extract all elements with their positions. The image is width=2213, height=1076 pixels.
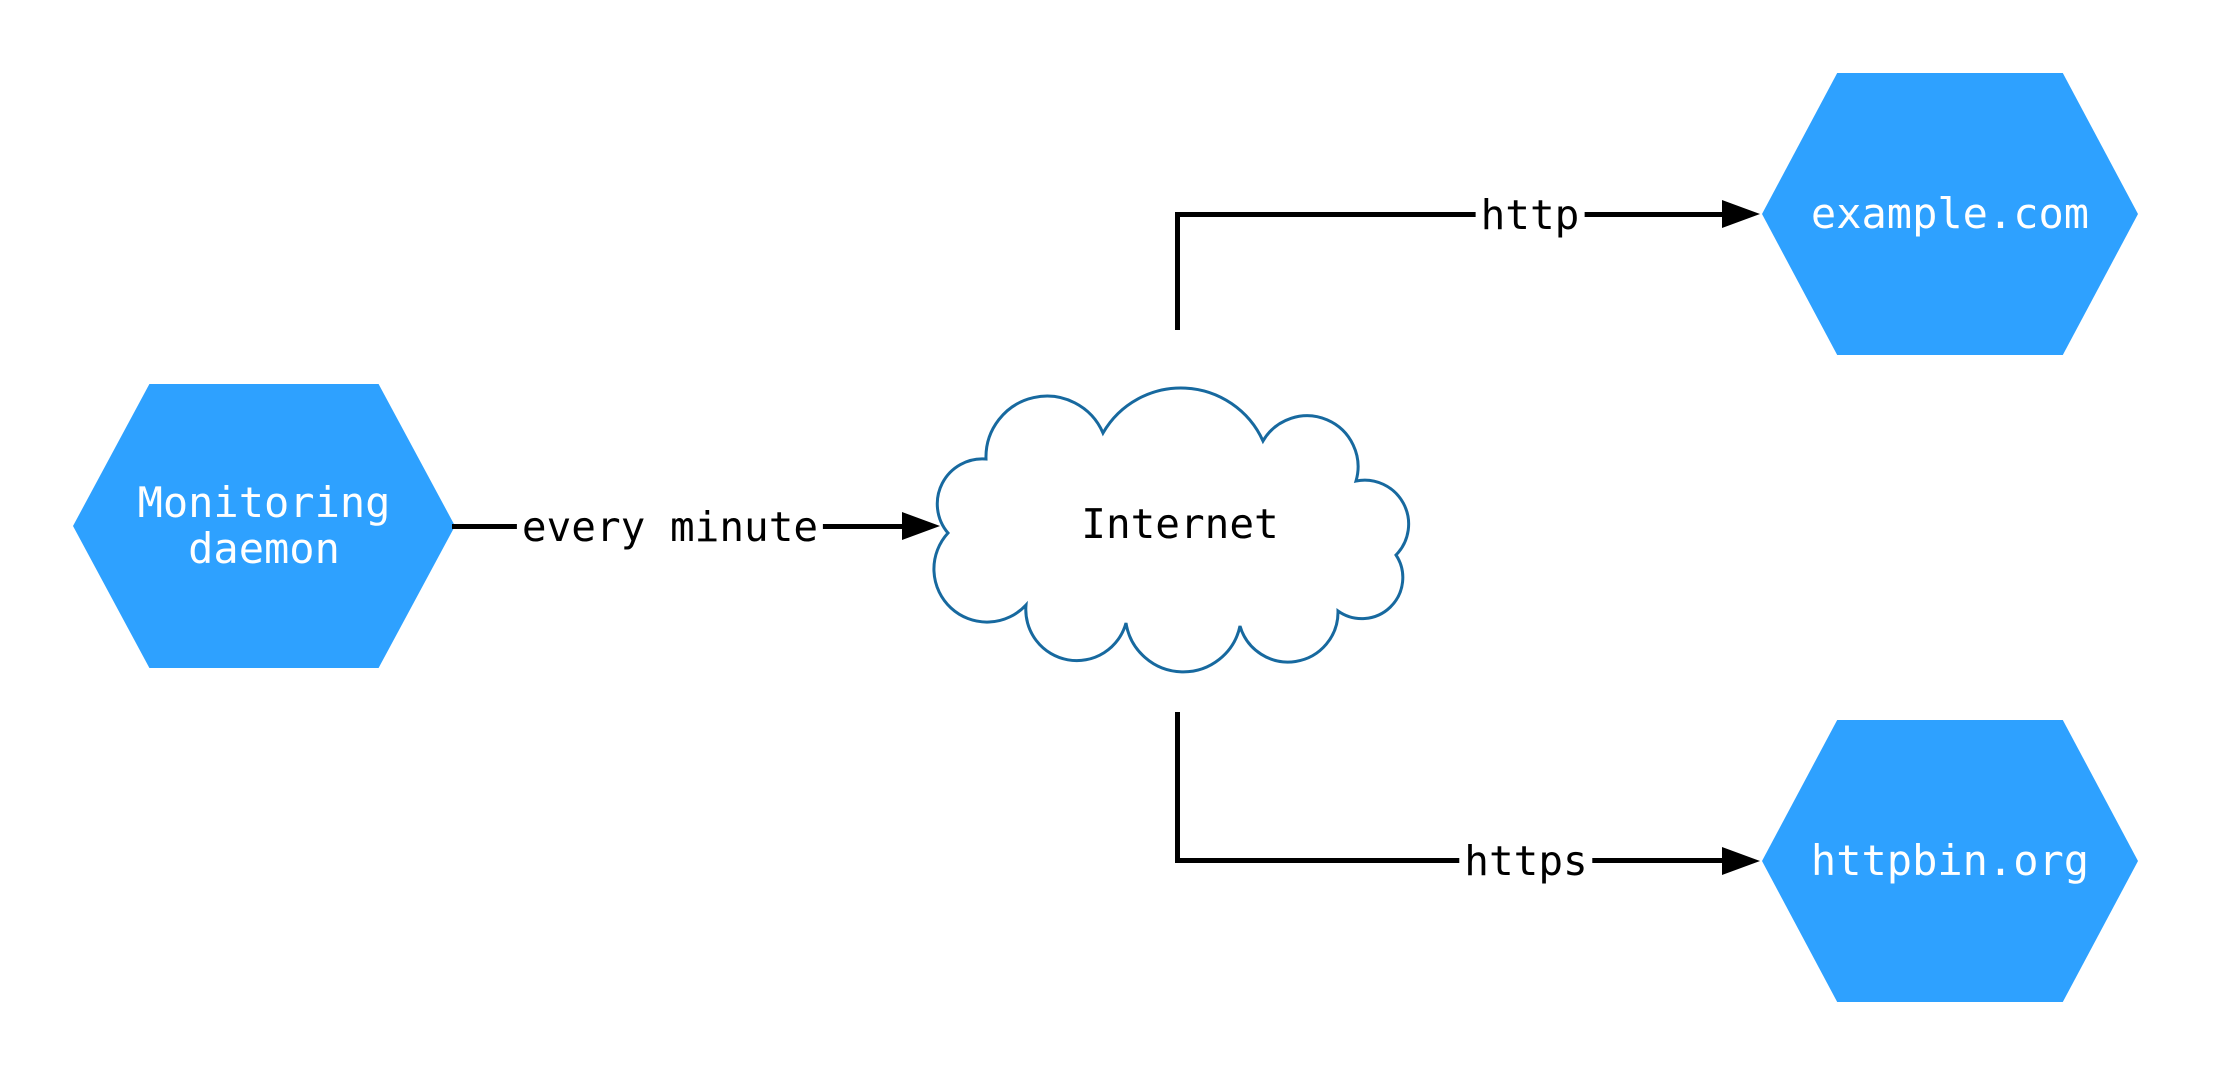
node-httpbin-org: httpbin.org <box>1762 720 2138 1002</box>
edge-label-https: https <box>1459 837 1593 885</box>
node-example-com-label: example.com <box>1810 189 2090 238</box>
edge-label-every-minute: every minute <box>516 503 824 551</box>
arrowhead-every-minute <box>902 512 940 540</box>
node-internet-cloud <box>932 386 1411 674</box>
connector-http-horizontal <box>1175 212 1722 217</box>
arrowhead-http <box>1722 200 1760 228</box>
connector-https-horizontal <box>1175 858 1722 863</box>
edge-label-http: http <box>1475 191 1585 239</box>
connector-http-vertical <box>1175 212 1180 330</box>
node-httpbin-org-label: httpbin.org <box>1810 836 2090 885</box>
node-monitoring-daemon-label: Monitoring daemon <box>138 480 391 572</box>
node-monitoring-daemon: Monitoring daemon <box>73 384 455 668</box>
cloud-icon <box>932 386 1411 674</box>
node-monitoring-daemon-label-line1: Monitoring <box>137 478 391 527</box>
node-internet-label: Internet <box>1081 500 1279 548</box>
node-example-com: example.com <box>1762 73 2138 355</box>
arrowhead-https <box>1722 847 1760 875</box>
connector-https-vertical <box>1175 712 1180 863</box>
node-monitoring-daemon-label-line2: daemon <box>188 524 340 573</box>
